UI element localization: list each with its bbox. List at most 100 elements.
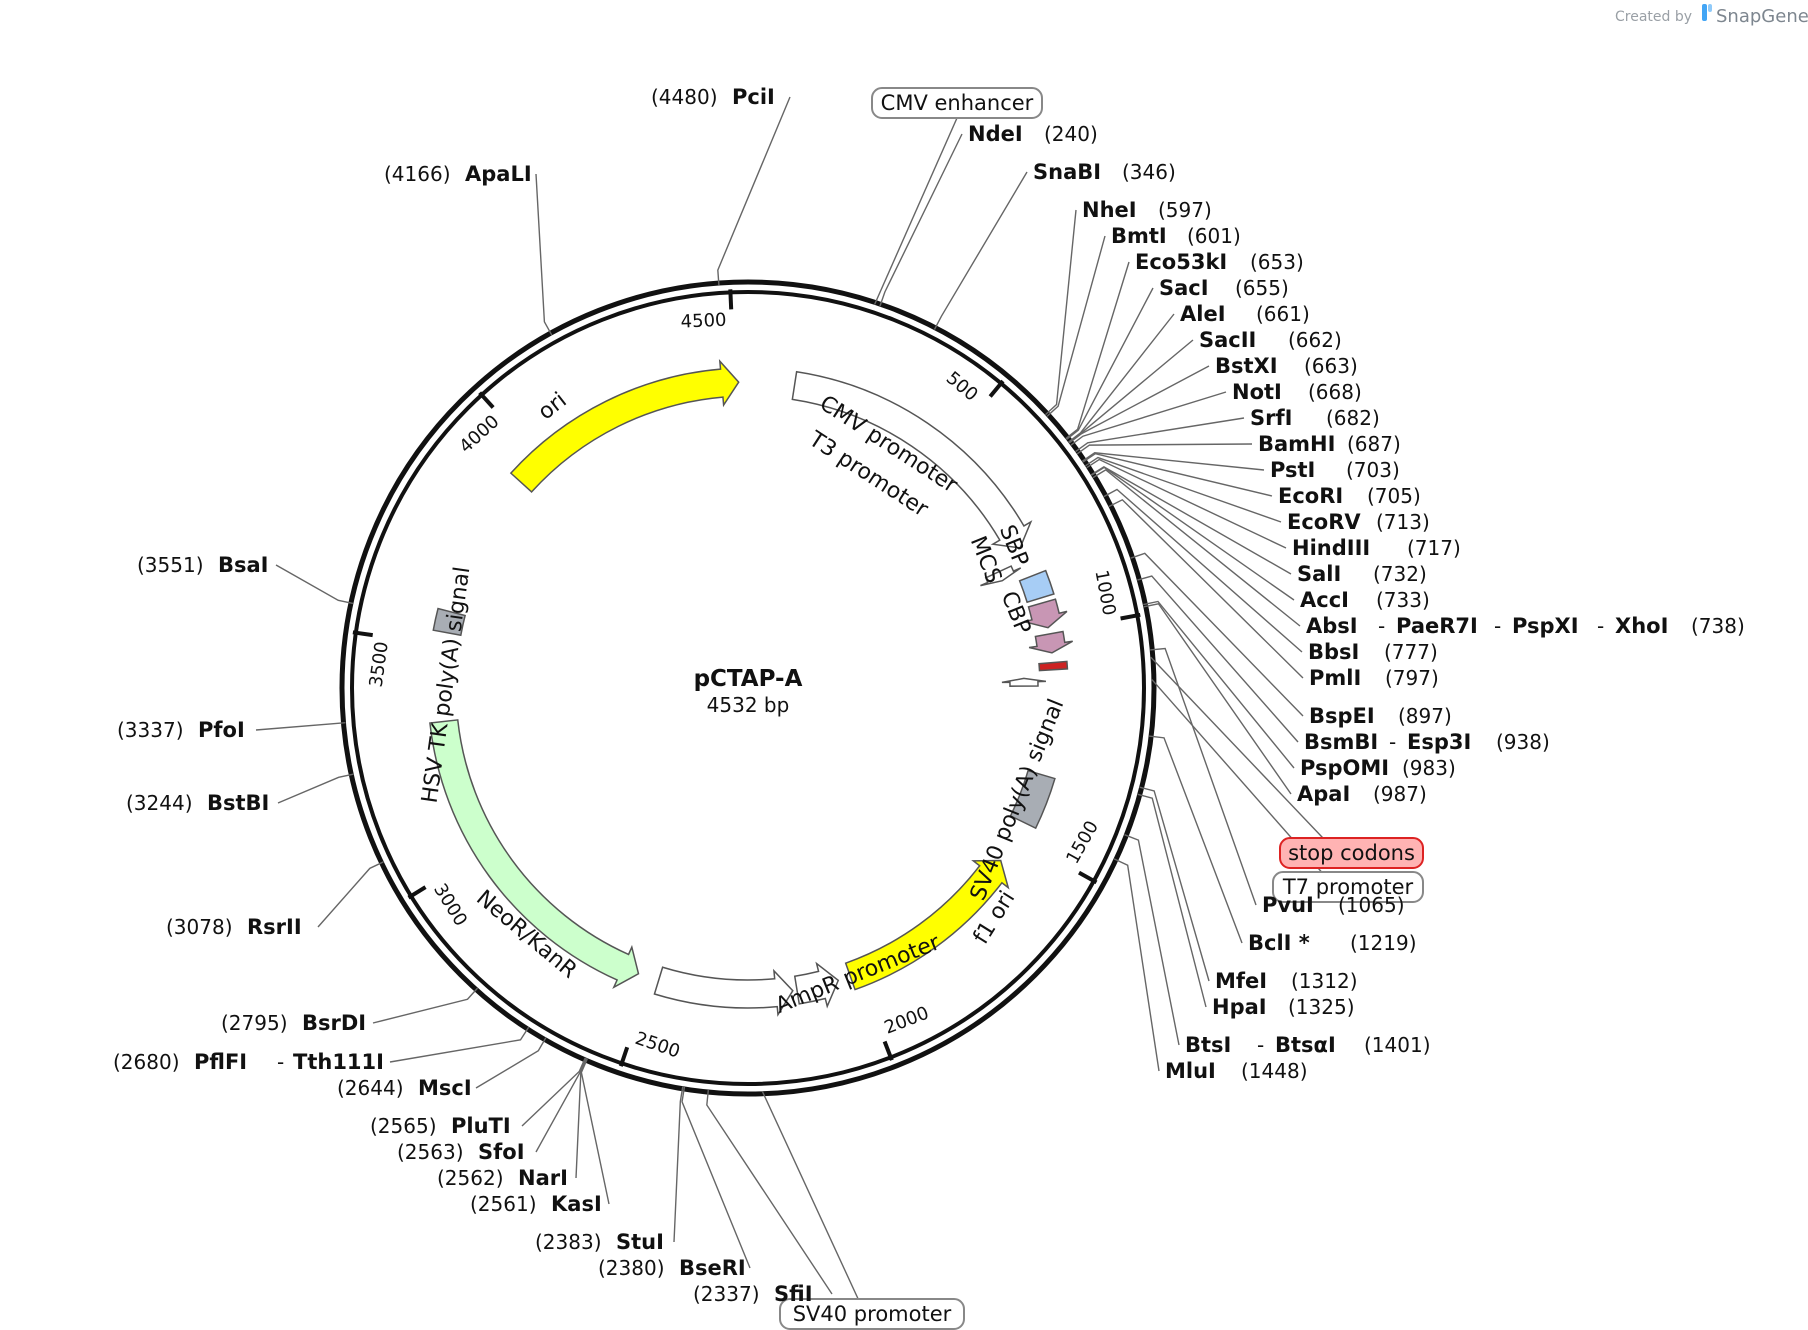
enzyme-name: EcoRI	[1278, 484, 1343, 508]
enzyme-position: (703)	[1346, 458, 1400, 482]
leader-line	[1085, 456, 1282, 523]
enzyme-site-ndei[interactable]: NdeI(240)	[968, 122, 1098, 146]
enzyme-position: (3078)	[166, 915, 233, 939]
feature-cmv-promoter[interactable]	[791, 370, 1033, 549]
enzyme-site-noti[interactable]: NotI(668)	[1232, 380, 1362, 404]
enzyme-site-pvui[interactable]: PvuI(1065)	[1262, 893, 1405, 917]
enzyme-separator: -	[1378, 614, 1385, 638]
feature-neor-kanr[interactable]	[429, 719, 640, 990]
enzyme-site-saci[interactable]: SacI(655)	[1159, 276, 1289, 300]
feature-mcs[interactable]	[1023, 598, 1068, 629]
feature-t7-promoter[interactable]	[1001, 677, 1047, 687]
boxed-label-t7-promoter[interactable]: T7 promoter	[1272, 871, 1424, 903]
leader-line	[1070, 391, 1227, 446]
enzyme-separator: -	[277, 1050, 284, 1074]
brand-name: SnapGene	[1716, 6, 1808, 27]
enzyme-site-eco53ki[interactable]: Eco53kI(653)	[1135, 250, 1304, 274]
enzyme-site-mlui[interactable]: MluI(1448)	[1165, 1059, 1308, 1083]
enzyme-name: PstI	[1270, 458, 1315, 482]
enzyme-name: RsrII	[247, 915, 302, 939]
enzyme-site-rsrii[interactable]: (3078) RsrII	[166, 915, 302, 939]
snapgene-brand[interactable]: Created by SnapGene	[1615, 4, 1808, 27]
feature-sv40-poly-a-signal[interactable]	[1009, 769, 1056, 830]
enzyme-name: PspXI	[1512, 614, 1579, 638]
enzyme-site-pspomi[interactable]: PspOMI(983)	[1300, 756, 1456, 780]
enzyme-site-bsai[interactable]: (3551)BsaI	[137, 553, 269, 577]
enzyme-site-bstxi[interactable]: BstXI(663)	[1215, 354, 1358, 378]
enzyme-site-hpai[interactable]: HpaI(1325)	[1212, 995, 1355, 1019]
enzyme-site-srfi[interactable]: SrfI(682)	[1250, 406, 1380, 430]
tick-label: 3000	[429, 880, 471, 930]
enzyme-position: (983)	[1402, 756, 1456, 780]
boxed-label-stop-codons[interactable]: stop codons	[1279, 837, 1424, 869]
leader-line	[1143, 602, 1292, 795]
boxed-label-sv40-promoter[interactable]: SV40 promoter	[779, 1298, 965, 1330]
enzyme-site-hindiii[interactable]: HindIII(717)	[1292, 536, 1461, 560]
enzyme-site-psti[interactable]: PstI (703)	[1270, 458, 1400, 482]
enzyme-site-sacii[interactable]: SacII(662)	[1199, 328, 1342, 352]
enzyme-site-pluti[interactable]: (2565)PluTI	[370, 1114, 511, 1138]
feature-t3-promoter[interactable]	[980, 565, 1022, 587]
enzyme-position: (2383)	[535, 1230, 602, 1254]
enzyme-site-bmti[interactable]: BmtI(601)	[1111, 224, 1241, 248]
enzyme-site-ecori[interactable]: EcoRI(705)	[1278, 484, 1421, 508]
enzyme-site-stui[interactable]: (2383)StuI	[535, 1230, 664, 1254]
enzyme-site-sali[interactable]: SalI(732)	[1297, 562, 1427, 586]
enzyme-site-kasi[interactable]: (2561)KasI	[470, 1192, 602, 1216]
leader-line	[277, 773, 354, 804]
feature-ampr-promoter[interactable]	[793, 961, 840, 1009]
enzyme-position: (2337)	[693, 1282, 760, 1306]
enzyme-site-apai[interactable]: ApaI(987)	[1297, 782, 1427, 806]
feature-ori[interactable]	[509, 359, 740, 493]
enzyme-site-bsrdi[interactable]: (2795)BsrDI	[221, 1011, 366, 1035]
enzyme-site-btsi[interactable]: BtsI-BtsαI(1401)	[1185, 1033, 1431, 1057]
enzyme-site-nari[interactable]: (2562)NarI	[437, 1166, 568, 1190]
enzyme-name: BspEI	[1309, 704, 1375, 728]
enzyme-site-msci[interactable]: (2644)MscI	[337, 1076, 472, 1100]
enzyme-site-bsmbi[interactable]: BsmBI-Esp3I(938)	[1304, 730, 1550, 754]
boxed-label-frame	[1272, 871, 1424, 903]
enzyme-site-apali[interactable]: (4166)ApaLI	[384, 162, 532, 186]
enzyme-site-pmli[interactable]: PmlI(797)	[1309, 666, 1439, 690]
enzyme-site-ecorv[interactable]: EcoRV(713)	[1287, 510, 1430, 534]
boxed-label-frame	[779, 1298, 965, 1330]
enzyme-position: (2380)	[598, 1256, 665, 1280]
enzyme-site-alei[interactable]: AleI(661)	[1180, 302, 1310, 326]
enzyme-site-pcii[interactable]: (4480)PciI	[651, 85, 775, 109]
enzyme-site-acci[interactable]: AccI(733)	[1300, 588, 1430, 612]
enzyme-site-snabi[interactable]: SnaBI(346)	[1033, 160, 1176, 184]
enzyme-site-pfoi[interactable]: (3337)PfoI	[117, 718, 245, 742]
enzyme-site-bseri[interactable]: (2380)BseRI	[598, 1256, 746, 1280]
enzyme-site-absi[interactable]: AbsI-PaeR7I-PspXI-XhoI(738)	[1306, 614, 1745, 638]
feature-cbp[interactable]	[1028, 630, 1074, 654]
enzyme-name: BsmBI	[1304, 730, 1378, 754]
tick-label: 3500	[366, 640, 393, 688]
leader-line	[1149, 735, 1243, 944]
enzyme-site-nhei[interactable]: NheI(597)	[1082, 198, 1212, 222]
enzyme-site-bstbi[interactable]: (3244)BstBI	[126, 791, 269, 815]
enzyme-site-sfii[interactable]: (2337)SfiI	[693, 1282, 813, 1306]
enzyme-name: AccI	[1300, 588, 1349, 612]
enzyme-name: BmtI	[1111, 224, 1167, 248]
leader-line	[275, 564, 354, 605]
feature-hsv-tk-poly-a-signal[interactable]	[432, 607, 467, 637]
enzyme-site-pflfi[interactable]: (2680)PflFI-Tth111I	[113, 1050, 384, 1074]
enzyme-position: (2563)	[397, 1140, 464, 1164]
feature-stop-codons[interactable]	[1038, 660, 1069, 672]
enzyme-site-bspei[interactable]: BspEI(897)	[1309, 704, 1452, 728]
enzyme-position: (4166)	[384, 162, 451, 186]
enzyme-site-bamhi[interactable]: BamHI(687)	[1258, 432, 1401, 456]
enzyme-site-sfoi[interactable]: (2563)SfoI	[397, 1140, 525, 1164]
enzyme-position: (738)	[1691, 614, 1745, 638]
enzyme-site-bcli[interactable]: BclI *(1219)	[1248, 931, 1417, 955]
feature-sbp[interactable]	[1018, 569, 1055, 604]
enzyme-name: XhoI	[1615, 614, 1668, 638]
feature-sv40-promoter[interactable]	[653, 966, 794, 1017]
enzyme-site-mfei[interactable]: MfeI(1312)	[1215, 969, 1358, 993]
boxed-label-cmv-enhancer[interactable]: CMV enhancer	[871, 87, 1043, 119]
leader-line	[1103, 488, 1303, 653]
enzyme-site-bbsi[interactable]: BbsI(777)	[1308, 640, 1438, 664]
feature-f1-ori[interactable]	[844, 859, 1010, 991]
enzyme-name: AleI	[1180, 302, 1226, 326]
